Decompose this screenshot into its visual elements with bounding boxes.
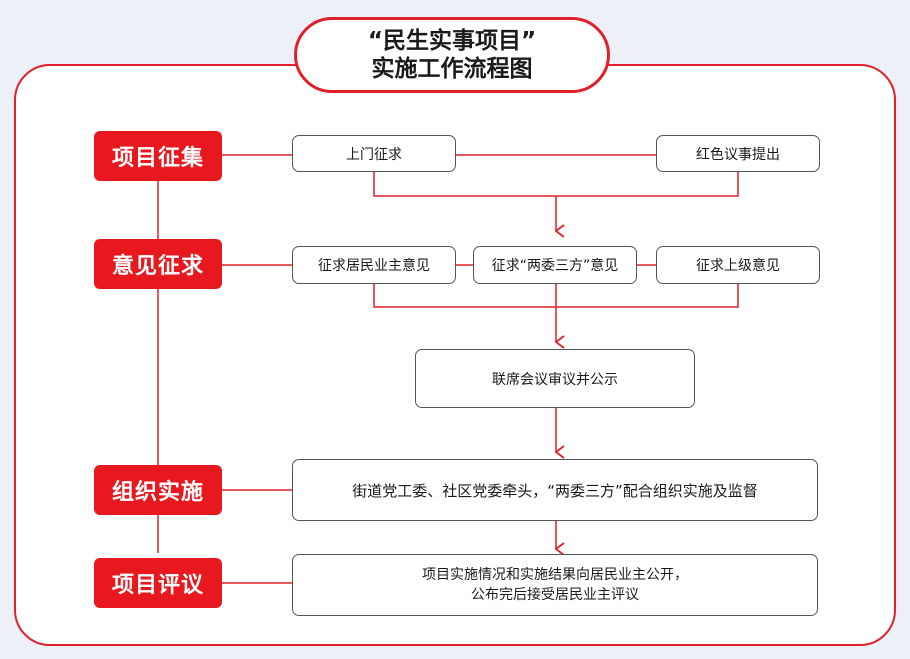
evaluation-text-line-1: 项目实施情况和实施结果向居民业主公开， (422, 567, 688, 583)
title-line-1: “民生实事项目” (367, 28, 537, 54)
stage-project-collection: 项目征集 (94, 131, 222, 181)
row1-merge (373, 172, 739, 197)
node-red-council: 红色议事提出 (656, 135, 820, 172)
stage-implementation: 组织实施 (94, 465, 222, 515)
diagram-title: “民生实事项目” 实施工作流程图 (294, 17, 610, 93)
node-evaluation: 项目实施情况和实施结果向居民业主公开， 公布完后接受居民业主评议 (292, 554, 818, 616)
node-two-committees-opinion: 征求“两委三方”意见 (473, 246, 637, 284)
node-door-to-door: 上门征求 (292, 135, 456, 172)
node-implementation: 街道党工委、社区党委牵头，“两委三方”配合组织实施及监督 (292, 459, 818, 521)
node-joint-meeting: 联席会议审议并公示 (415, 349, 695, 408)
stage-evaluation: 项目评议 (94, 558, 222, 608)
evaluation-text-line-2: 公布完后接受居民业主评议 (471, 587, 639, 603)
stage-opinion-solicitation: 意见征求 (94, 239, 222, 289)
node-superior-opinion: 征求上级意见 (656, 246, 820, 284)
node-residents-opinion: 征求居民业主意见 (292, 246, 456, 284)
title-line-2: 实施工作流程图 (371, 56, 533, 82)
